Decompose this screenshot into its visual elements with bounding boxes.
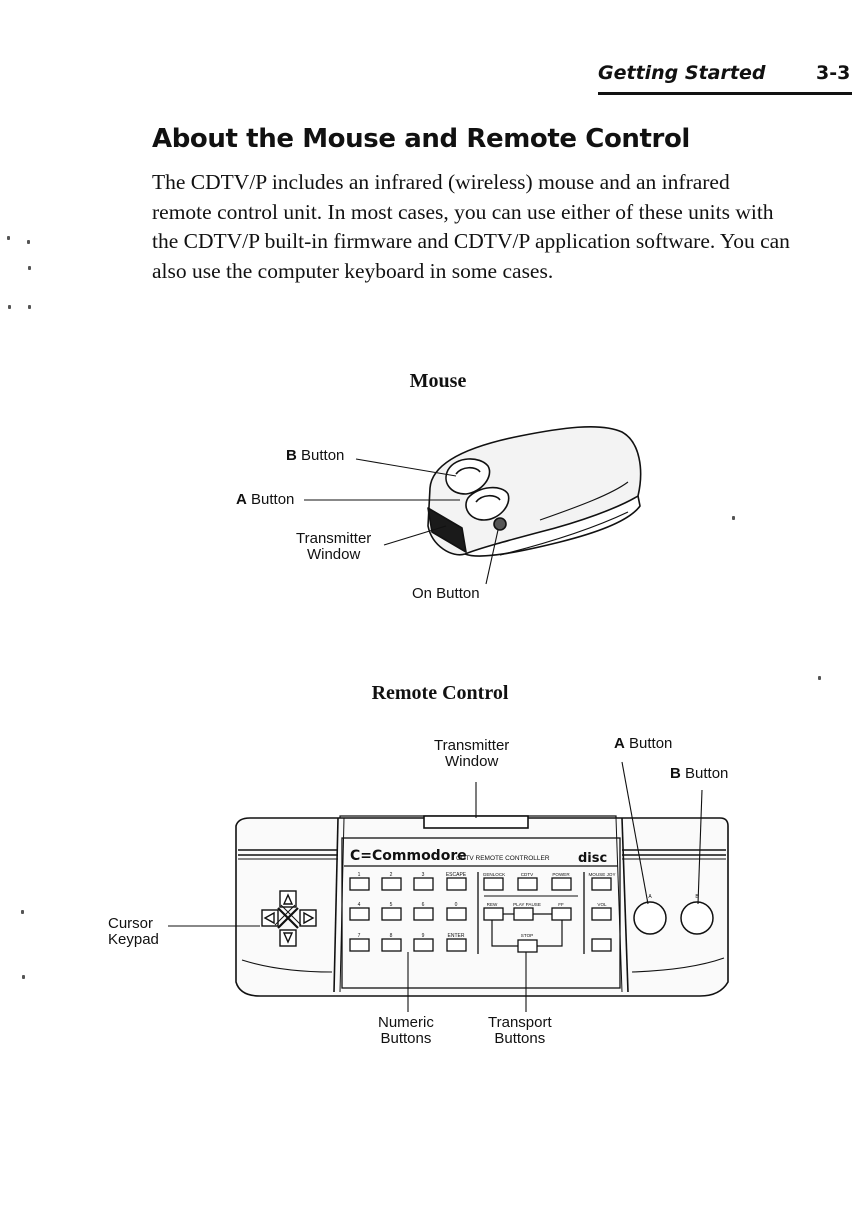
- svg-text:FF: FF: [558, 902, 564, 907]
- mouse-figure-title: Mouse: [409, 370, 467, 392]
- header-rule: [598, 92, 852, 95]
- cursor-keypad-icon: [261, 890, 317, 947]
- svg-text:5: 5: [390, 902, 393, 908]
- svg-text:8: 8: [390, 933, 393, 939]
- svg-text:6: 6: [422, 902, 425, 908]
- margin-speck: [21, 910, 24, 914]
- mouse-a-button-label: A Button: [236, 491, 295, 508]
- section-title: About the Mouse and Remote Control: [152, 124, 690, 154]
- brand-symbol: C=: [350, 848, 372, 864]
- margin-speck: [28, 266, 31, 270]
- margin-speck: [7, 236, 10, 240]
- page-number: 3-3: [816, 62, 851, 84]
- mouse-illustration: [304, 425, 642, 585]
- svg-text:2: 2: [390, 872, 393, 878]
- svg-text:CDTV: CDTV: [521, 872, 534, 877]
- svg-text:ENTER: ENTER: [448, 933, 465, 939]
- svg-text:B: B: [695, 894, 699, 900]
- svg-text:4: 4: [358, 902, 361, 908]
- mouse-b-button-label: B Button: [286, 447, 345, 464]
- intro-paragraph: The CDTV/P includes an infrared (wireles…: [152, 170, 790, 283]
- margin-speck: [732, 516, 735, 520]
- margin-speck: [8, 305, 11, 309]
- margin-speck: [27, 240, 30, 244]
- disc-logo: disc: [578, 851, 607, 866]
- mouse-on-button-label: On Button: [412, 585, 480, 602]
- remote-a-button-circle: [633, 901, 667, 935]
- remote-b-button-circle: [680, 901, 714, 935]
- numeric-key-grid: [349, 877, 467, 952]
- margin-speck: [28, 305, 31, 309]
- svg-text:7: 7: [358, 933, 361, 939]
- svg-text:PLAY PAUSE: PLAY PAUSE: [513, 902, 541, 907]
- model-name: CDTV REMOTE CONTROLLER: [456, 855, 550, 862]
- svg-text:0: 0: [455, 902, 458, 908]
- svg-text:STOP: STOP: [521, 933, 533, 938]
- svg-text:3: 3: [422, 872, 425, 878]
- svg-text:A: A: [648, 894, 652, 900]
- margin-speck: [22, 975, 25, 979]
- svg-text:1: 1: [358, 872, 361, 878]
- running-head-section: Getting Started: [598, 62, 766, 84]
- svg-text:MOUSE JOY: MOUSE JOY: [588, 872, 615, 877]
- remote-figure-title: Remote Control: [371, 682, 509, 704]
- svg-text:GENLOCK: GENLOCK: [483, 872, 506, 877]
- svg-text:ESCAPE: ESCAPE: [446, 872, 467, 878]
- remote-b-button-label: B Button: [670, 765, 729, 782]
- remote-illustration: C= Commodore CDTV REMOTE CONTROLLER disc…: [168, 761, 729, 1012]
- svg-text:VOL: VOL: [597, 902, 607, 907]
- svg-text:POWER: POWER: [552, 872, 570, 877]
- svg-text:9: 9: [422, 933, 425, 939]
- brand-name: Commodore: [372, 848, 467, 864]
- margin-speck: [818, 676, 821, 680]
- svg-text:REW: REW: [487, 902, 498, 907]
- remote-a-button-label: A Button: [614, 735, 673, 752]
